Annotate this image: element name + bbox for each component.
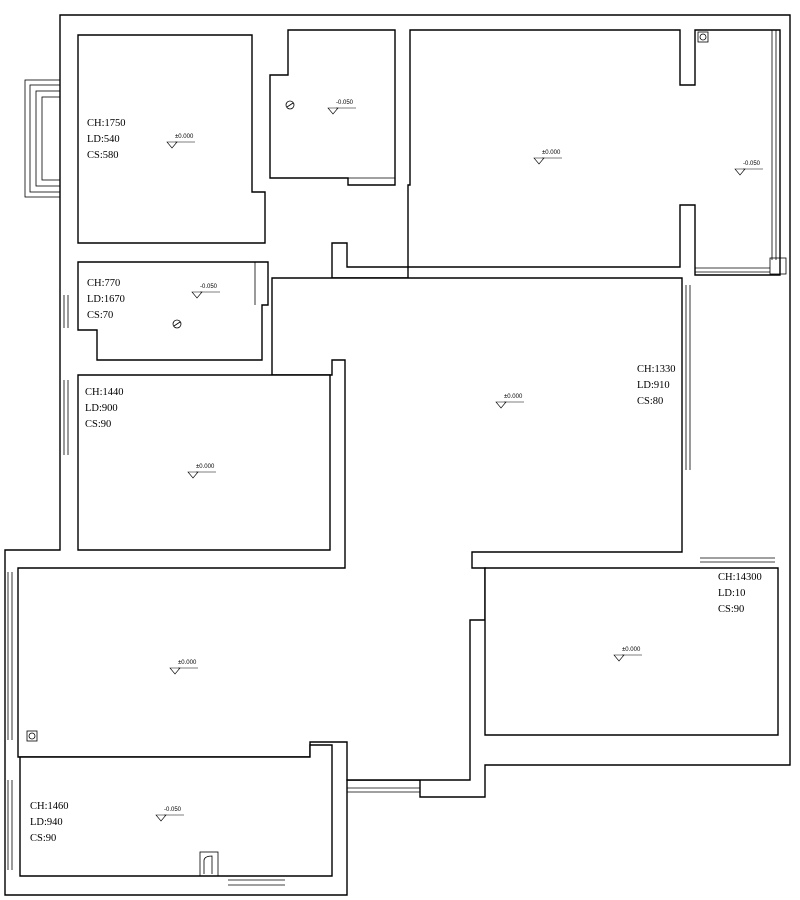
- duct-bottom: [199, 851, 219, 877]
- level-marker: -0.050: [190, 284, 230, 301]
- master-bedroom-info: CH:1750 LD:540 CS:580: [87, 116, 126, 164]
- right-bedroom-floor: [484, 567, 779, 736]
- right-bedroom-info: CH:14300 LD:10 CS:90: [718, 570, 762, 618]
- level-marker: -0.050: [326, 100, 366, 117]
- window-middle-bath: [63, 295, 69, 328]
- middle-bath-floor: [77, 261, 269, 361]
- window-bottom-balcony: [7, 780, 285, 886]
- level-value: ±0.000: [542, 150, 561, 156]
- bottom-balcony-floor: [19, 744, 333, 877]
- ld-value: LD:910: [637, 380, 670, 391]
- window-living-right: [685, 285, 691, 470]
- ld-value: LD:10: [718, 588, 746, 599]
- cs-value: CS:70: [87, 310, 114, 321]
- master-bedroom-floor: [77, 34, 266, 244]
- level-value: -0.050: [164, 807, 182, 813]
- level-value: -0.050: [743, 161, 761, 167]
- ld-value: LD:540: [87, 134, 120, 145]
- cs-value: CS:80: [637, 396, 664, 407]
- level-value: ±0.000: [178, 660, 197, 666]
- cs-value: CS:580: [87, 150, 119, 161]
- ceiling-height: CH:1330: [637, 364, 676, 375]
- duct-kitchen-circle: [699, 33, 707, 41]
- window-right-bedroom: [700, 557, 775, 563]
- window-right-balcony: [695, 30, 787, 275]
- floor-drain-icon: [172, 316, 182, 329]
- window-bottom-middle: [347, 787, 420, 793]
- level-marker: ±0.000: [612, 647, 652, 664]
- ld-value: LD:900: [85, 403, 118, 414]
- level-marker: -0.050: [154, 807, 194, 824]
- living-floor: [17, 277, 683, 781]
- level-marker: ±0.000: [494, 394, 534, 411]
- ceiling-height: CH:770: [87, 278, 121, 289]
- ceiling-height: CH:1460: [30, 801, 69, 812]
- level-value: ±0.000: [622, 647, 641, 653]
- level-value: ±0.000: [196, 464, 215, 470]
- left-bedroom-floor: [77, 374, 331, 551]
- ld-value: LD:1670: [87, 294, 125, 305]
- level-marker: ±0.000: [532, 150, 572, 167]
- left-bedroom-info: CH:1440 LD:900 CS:90: [85, 385, 124, 433]
- level-value: -0.050: [200, 284, 218, 290]
- window-left-bedroom: [63, 380, 69, 455]
- ceiling-height: CH:1750: [87, 118, 126, 129]
- duct-bottom-pipe: [203, 855, 213, 874]
- cs-value: CS:90: [85, 419, 112, 430]
- level-marker: ±0.000: [165, 134, 205, 151]
- level-value: -0.050: [336, 100, 354, 106]
- ld-value: LD:940: [30, 817, 63, 828]
- bay-window-master: [24, 79, 61, 198]
- level-value: ±0.000: [175, 134, 194, 140]
- cs-value: CS:90: [30, 833, 57, 844]
- level-marker: ±0.000: [168, 660, 208, 677]
- ceiling-height: CH:14300: [718, 572, 762, 583]
- level-marker: -0.050: [733, 161, 773, 178]
- middle-bath-info: CH:770 LD:1670 CS:70: [87, 276, 125, 324]
- bottom-balcony-info: CH:1460 LD:940 CS:90: [30, 799, 69, 847]
- level-value: ±0.000: [504, 394, 523, 400]
- window-lower-left: [7, 572, 13, 740]
- duct-lower-left-circle: [28, 732, 36, 740]
- level-marker: ±0.000: [186, 464, 226, 481]
- ceiling-height: CH:1440: [85, 387, 124, 398]
- duct-lower-left: [26, 730, 38, 742]
- living-info: CH:1330 LD:910 CS:80: [637, 362, 676, 410]
- floor-drain-icon: [285, 97, 295, 110]
- cs-value: CS:90: [718, 604, 745, 615]
- duct-kitchen: [697, 31, 709, 43]
